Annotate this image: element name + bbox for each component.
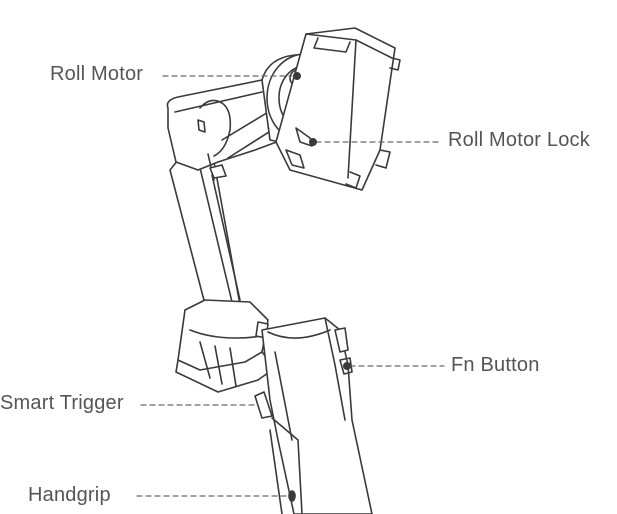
vertical-arm: [169, 159, 241, 309]
dot-fn-button: [343, 362, 351, 370]
leader-lines: [136, 75, 445, 497]
label-roll-motor: Roll Motor: [50, 63, 144, 85]
label-roll-motor-lock: Roll Motor Lock: [448, 129, 590, 151]
leader-dots: [293, 72, 351, 370]
base-housing: [175, 299, 276, 393]
phone-clamp: [275, 27, 401, 191]
dot-roll-motor-lock: [309, 138, 317, 146]
upper-arm: [166, 79, 283, 181]
label-smart-trigger: Smart Trigger: [0, 392, 124, 414]
label-handgrip: Handgrip: [28, 484, 111, 506]
dot-roll-motor: [293, 72, 301, 80]
smart-trigger: [254, 391, 273, 419]
handgrip: [269, 417, 303, 514]
label-fn-button: Fn Button: [451, 354, 540, 376]
